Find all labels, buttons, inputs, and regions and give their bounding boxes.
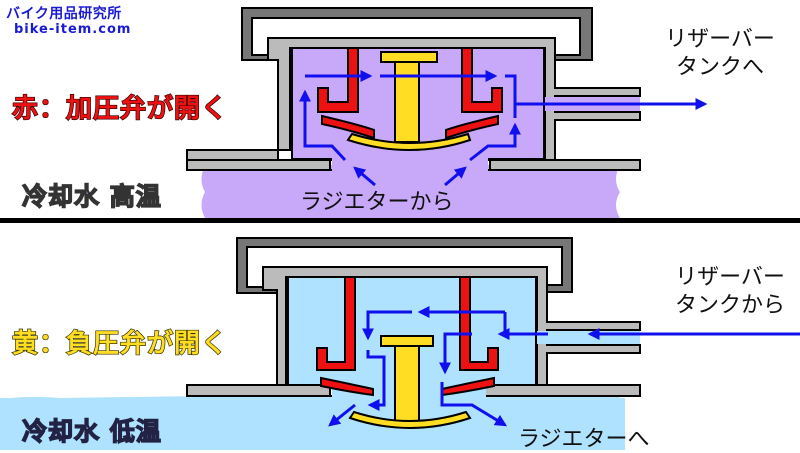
from-reservoir-label: リザーバー タンクから <box>660 264 800 320</box>
pressure-valve-label: 赤：加圧弁が開く <box>11 93 229 124</box>
panel-divider <box>0 218 800 223</box>
panel-high-temp <box>186 7 708 218</box>
to-reservoir-label: リザーバー タンクへ <box>645 26 795 82</box>
coolant-high-temp-label: 冷却水 高温 <box>21 181 162 211</box>
pressure-valve-left <box>317 47 359 113</box>
vacuum-valve-stem <box>394 61 420 143</box>
panel-low-temp <box>0 237 800 450</box>
from-radiator-label: ラジエターから <box>300 190 454 215</box>
to-radiator-label: ラジエターへ <box>518 427 650 452</box>
vacuum-valve-top <box>380 51 438 63</box>
coolant-low-temp-label: 冷却水 低温 <box>21 416 162 446</box>
to-reservoir-line2: タンクへ <box>675 55 764 80</box>
from-reservoir-line1: リザーバー <box>675 265 785 290</box>
site-url: bike-item.com <box>14 22 132 37</box>
site-title: バイク用品研究所 <box>6 6 122 22</box>
to-reservoir-line1: リザーバー <box>665 27 775 52</box>
from-reservoir-line2: タンクから <box>674 293 785 318</box>
flow-arrows-down <box>328 306 800 427</box>
pressure-valve-right <box>461 47 503 113</box>
hot-coolant-pool <box>201 165 620 218</box>
flow-arrows-up <box>299 70 708 187</box>
vacuum-valve-spring <box>346 132 472 151</box>
vacuum-valve-label: 黄：負圧弁が開く <box>11 328 229 359</box>
